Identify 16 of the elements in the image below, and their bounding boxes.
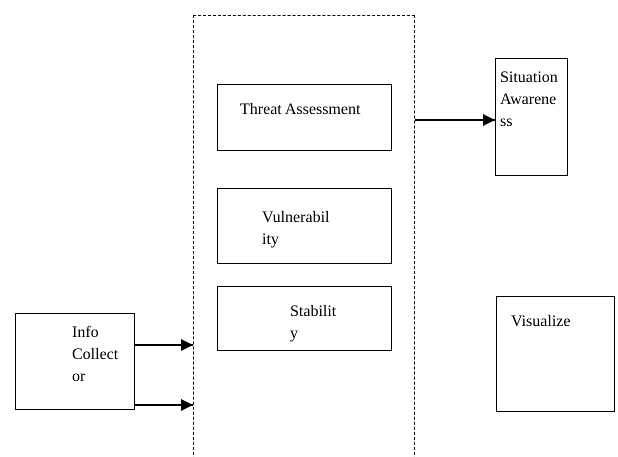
process-box [217, 286, 392, 351]
process-box [217, 84, 392, 151]
box-label: Vulnerabil ity [262, 208, 330, 250]
arrow [135, 339, 193, 351]
box-label: Situation Awarene ss [500, 68, 559, 132]
arrow [415, 114, 495, 126]
dashed-group-box [193, 15, 415, 457]
process-box [496, 296, 615, 412]
box-label: Visualize [511, 312, 572, 332]
process-box [495, 58, 568, 176]
arrow [135, 399, 193, 411]
box-label: Threat Assessment [240, 100, 362, 120]
process-box [15, 313, 135, 410]
box-label: Info Collect or [72, 323, 120, 387]
box-label: Stabilit y [290, 302, 338, 344]
process-box [217, 188, 392, 264]
